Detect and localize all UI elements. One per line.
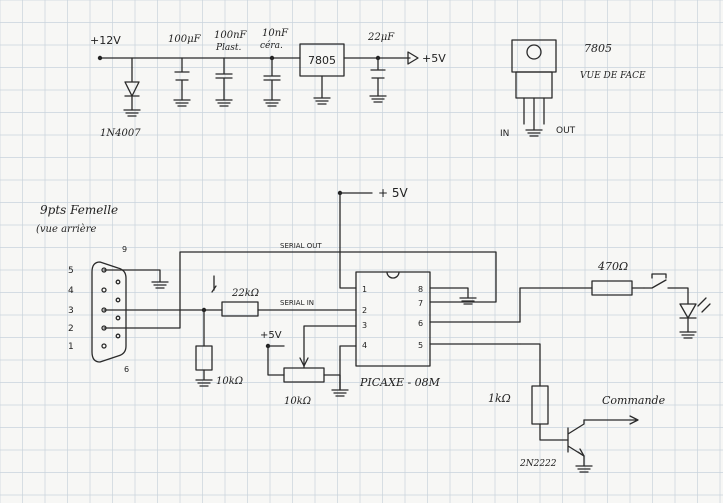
connector-ground — [103, 269, 169, 289]
c1-label: 100μF — [168, 34, 202, 45]
chip-pin-2: 2 — [362, 306, 367, 315]
c3-label: 10nF — [262, 28, 289, 39]
power-supply-section: +12V 1N4007 100μF 100nF Plast. 10nF céra… — [90, 28, 446, 139]
command-label: Commande — [602, 394, 666, 407]
diode-label: 1N4007 — [100, 128, 141, 139]
picaxe-chip-body — [355, 271, 431, 367]
vout-arrow — [407, 51, 419, 65]
serial-out-label: SERIAL OUT — [280, 242, 322, 250]
capacitor-c1 — [173, 57, 191, 107]
vout-label: +5V — [422, 52, 446, 65]
capacitor-c4 — [369, 55, 387, 103]
r-led-label: 470Ω — [597, 260, 628, 273]
regulator-package-drawing — [511, 39, 557, 137]
capacitor-c2 — [215, 57, 233, 107]
db9-pin-9: 9 — [122, 245, 127, 254]
c2-type-label: Plast. — [215, 43, 242, 53]
chip-pin-8: 8 — [418, 285, 423, 294]
chip-pin-5: 5 — [418, 341, 423, 350]
db9-pin-3: 3 — [68, 306, 74, 316]
package-name: 7805 — [584, 42, 612, 55]
output-stage — [519, 273, 711, 473]
mcu-wiring — [103, 190, 521, 397]
r-base-label: 1kΩ — [488, 392, 511, 405]
connector-subtitle: (vue arrière — [36, 224, 97, 235]
vin-label: +12V — [90, 34, 121, 47]
r-pulldown-label: 10kΩ — [216, 376, 243, 387]
connector-title: 9pts Femelle — [40, 203, 118, 217]
picaxe-notch — [386, 271, 400, 279]
package-out-label: OUT — [556, 126, 576, 136]
pot-supply-label: +5V — [260, 330, 282, 341]
regulator-label: 7805 — [308, 54, 336, 67]
package-view: VUE DE FACE — [580, 71, 646, 81]
db9-connector — [91, 261, 127, 363]
chip-pin-1: 1 — [362, 285, 367, 294]
r-in-label: 22kΩ — [231, 288, 259, 299]
regulator-ground — [313, 75, 331, 105]
serial-in-label: SERIAL IN — [280, 299, 314, 307]
c4-label: 22μF — [367, 32, 395, 43]
c3-type-label: céra. — [260, 40, 283, 51]
chip-pin-4: 4 — [362, 341, 367, 350]
db9-pin-6: 6 — [124, 365, 129, 374]
chip-name: PICAXE - 08M — [359, 376, 441, 389]
package-in-label: IN — [500, 129, 509, 139]
vin-node — [97, 55, 103, 61]
db9-pin-1: 1 — [68, 342, 74, 352]
capacitor-c3 — [263, 55, 281, 107]
c2-label: 100nF — [214, 30, 248, 41]
db9-pin-5: 5 — [68, 266, 74, 276]
pot-label: 10kΩ — [284, 396, 311, 407]
chip-pin-7: 7 — [418, 299, 423, 308]
chip-pin-6: 6 — [418, 319, 423, 328]
chip-pin-3: 3 — [362, 321, 367, 330]
mcu-vcc-label: + 5V — [378, 186, 409, 200]
diode-1n4007 — [123, 57, 141, 117]
transistor-label: 2N2222 — [519, 459, 557, 469]
db9-pin-4: 4 — [68, 286, 74, 296]
db9-pin-2: 2 — [68, 324, 74, 334]
